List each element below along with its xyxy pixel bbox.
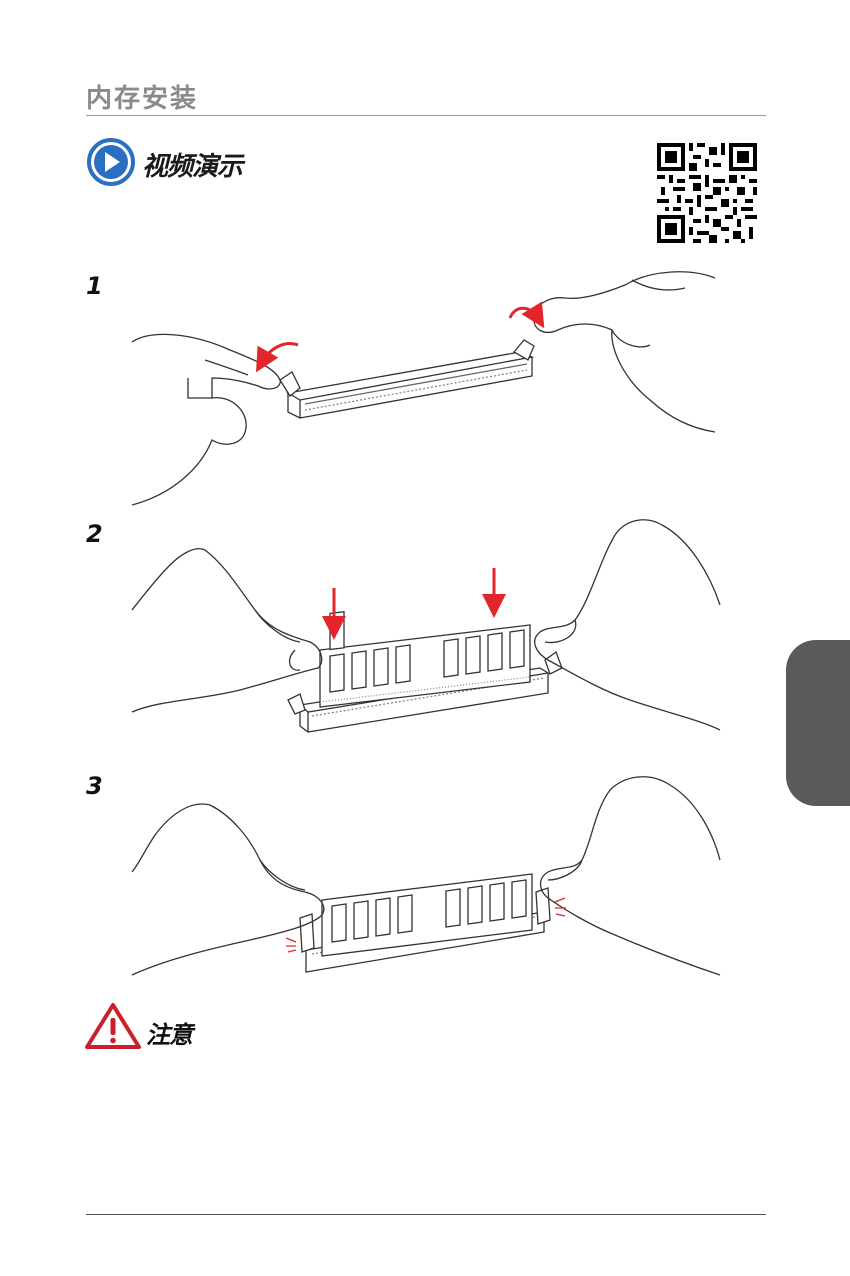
caution-label: 注意 xyxy=(146,1015,192,1050)
footer-divider xyxy=(86,1214,766,1215)
step-1-illustration xyxy=(132,272,715,505)
chapter-side-tab xyxy=(786,640,850,806)
warning-triangle-icon xyxy=(84,1002,142,1054)
step-3-illustration xyxy=(132,777,720,975)
step-2-illustration xyxy=(132,520,720,732)
